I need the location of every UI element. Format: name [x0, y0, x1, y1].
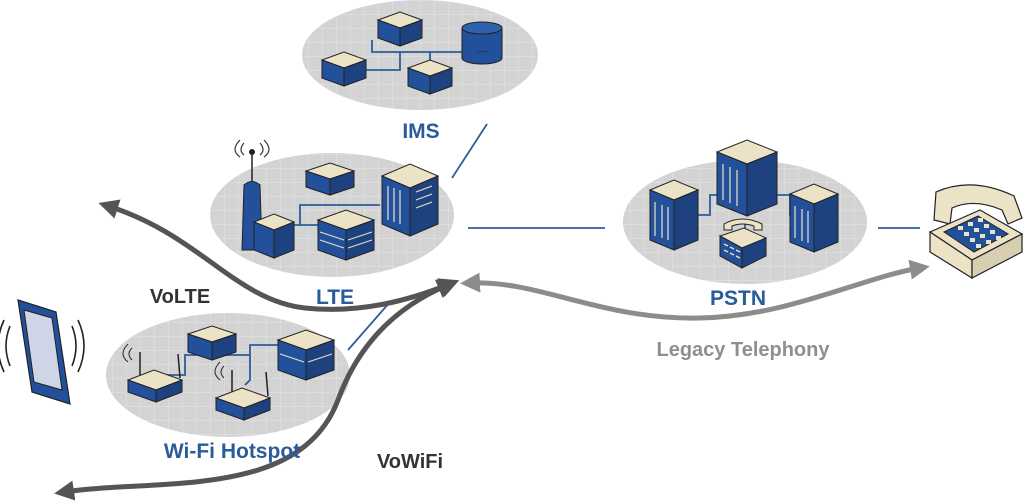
lte-switch-stack-icon	[316, 209, 376, 261]
database-icon	[461, 21, 503, 65]
wifi-router-1-icon	[122, 343, 184, 403]
vowifi-path	[54, 279, 458, 501]
ims-equipment	[320, 11, 503, 95]
legacy-telephony-label: Legacy Telephony	[656, 339, 830, 361]
volte-label: VoLTE	[150, 286, 210, 308]
voice-paths	[54, 199, 930, 501]
mobile-device-icon	[0, 299, 85, 405]
wifi-router-2-icon	[214, 361, 272, 421]
pstn-exchange-1-icon	[648, 179, 700, 251]
ims-server-box-1-icon	[376, 11, 424, 47]
ims-server-box-3-icon	[406, 59, 454, 95]
pstn-desk-phone-icon	[718, 218, 768, 269]
pstn-exchange-2-icon	[715, 139, 779, 217]
pstn-equipment	[648, 139, 840, 269]
link-ims-lte	[451, 123, 488, 179]
wifi-hotspot-label: Wi-Fi Hotspot	[164, 440, 300, 463]
lte-server-box-icon	[304, 162, 356, 196]
wifi-switch-stack-icon	[276, 329, 336, 381]
pstn-label: PSTN	[710, 287, 766, 310]
lte-equipment	[234, 139, 440, 261]
wifi-server-box-1-icon	[186, 325, 238, 361]
vowifi-label: VoWiFi	[377, 451, 443, 473]
ims-server-box-2-icon	[320, 51, 368, 87]
wifi-equipment	[122, 325, 336, 421]
desk-telephone-icon	[928, 184, 1024, 280]
legacy-telephony-path	[460, 259, 930, 321]
lte-label: LTE	[316, 286, 354, 309]
ims-label: IMS	[402, 120, 439, 143]
pstn-exchange-3-icon	[788, 183, 840, 253]
lte-base-station-icon	[252, 213, 296, 259]
lte-rack-server-icon	[380, 163, 440, 237]
